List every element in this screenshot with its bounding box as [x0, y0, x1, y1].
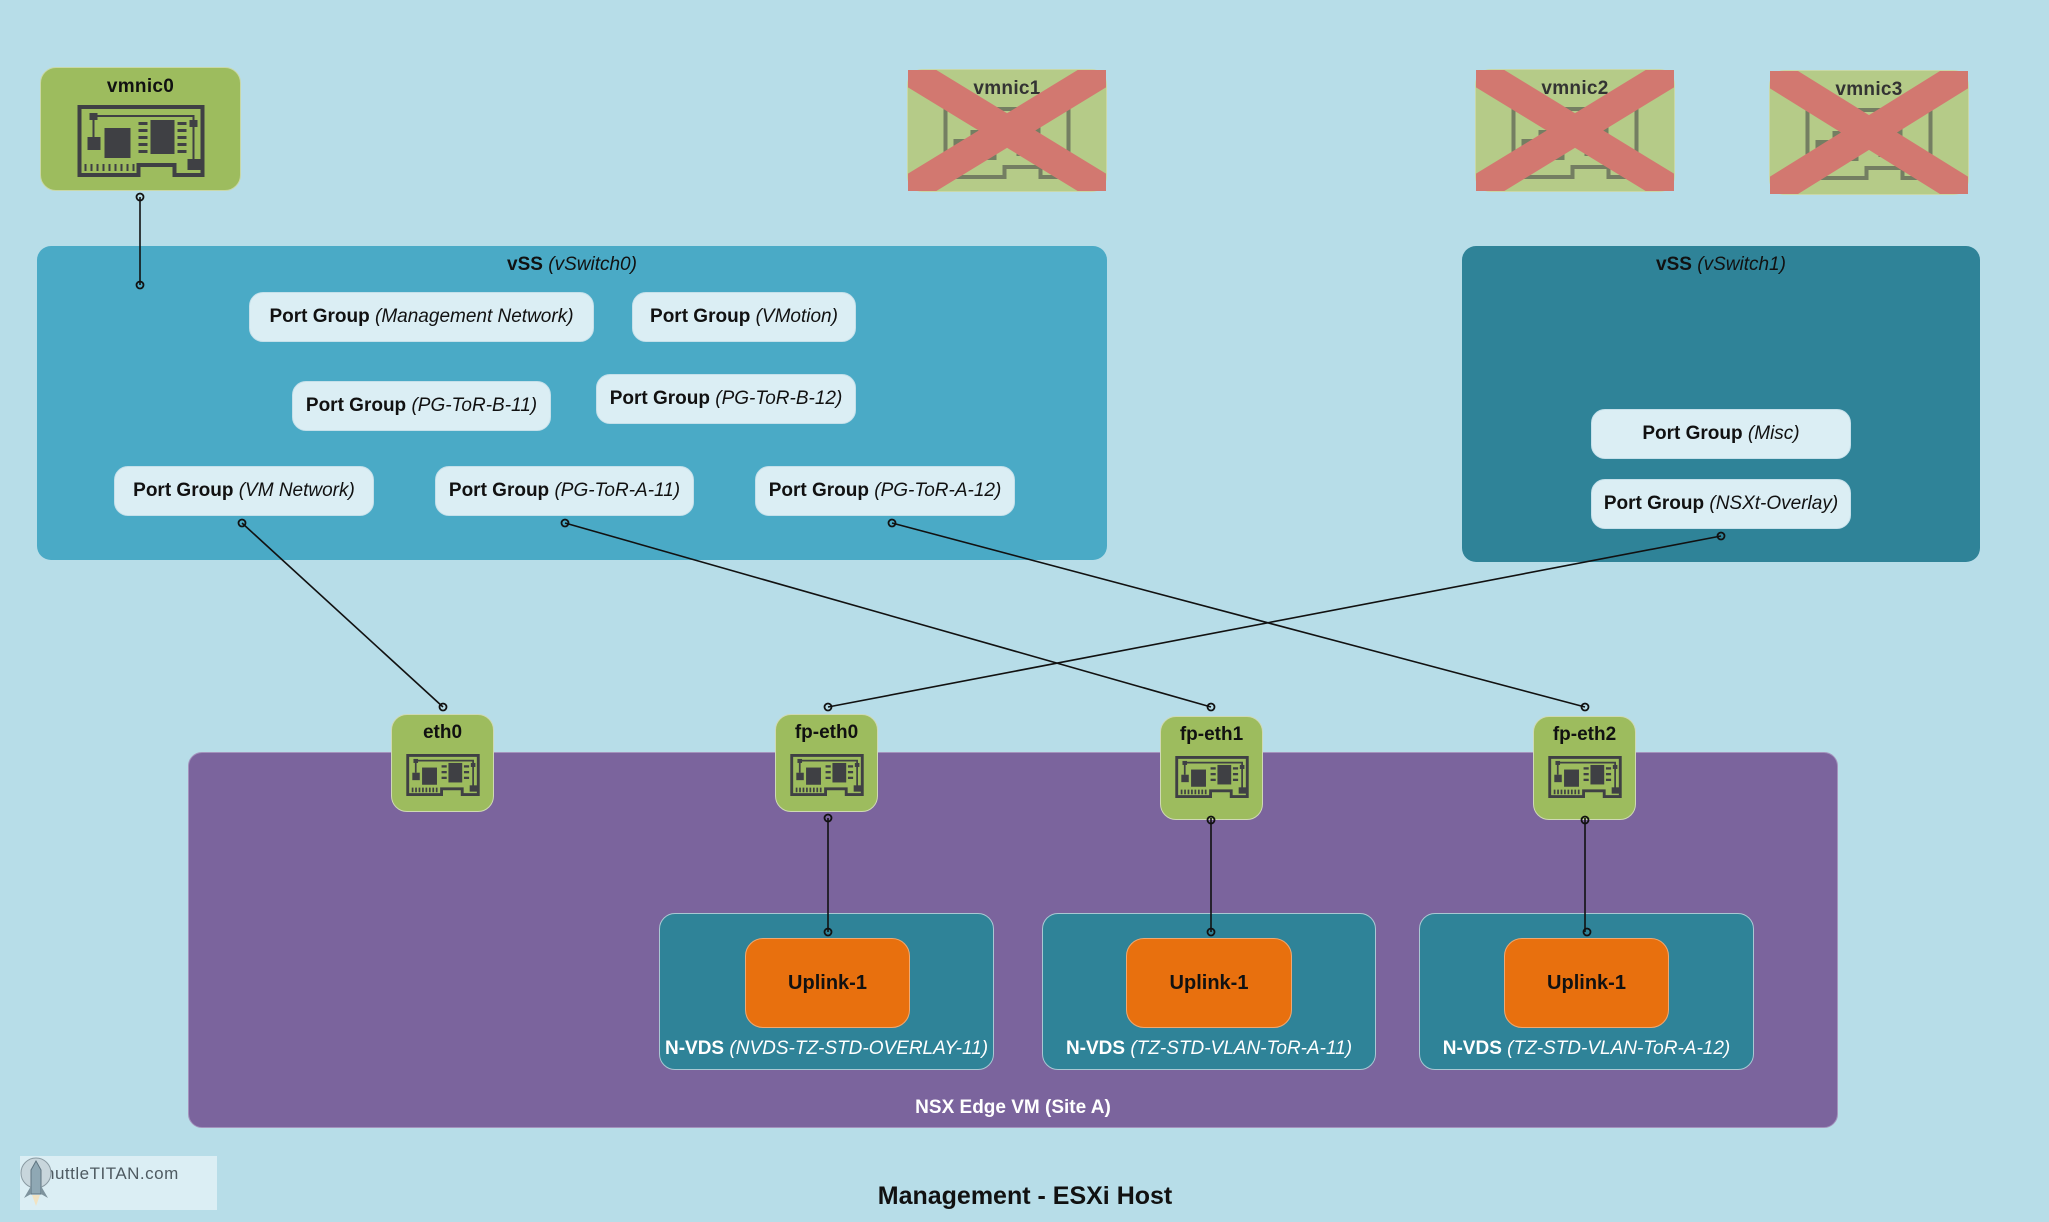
- port-group-management-network[interactable]: Port Group (Management Network): [249, 292, 594, 342]
- vswitch1-title: vSS (vSwitch1): [1462, 254, 1980, 276]
- nic-icon: [405, 754, 480, 796]
- vnic-eth0[interactable]: eth0: [391, 714, 494, 812]
- port-group-name: (PG-ToR-B-11): [411, 395, 538, 416]
- port-group-misc[interactable]: Port Group (Misc): [1591, 409, 1851, 459]
- port-group-name: (NSXt-Overlay): [1709, 493, 1839, 514]
- port-group-prefix: Port Group: [448, 480, 550, 501]
- nvds-title: N-VDS (NVDS-TZ-STD-OVERLAY-11): [660, 1038, 993, 1060]
- port-group-name: (Management Network): [375, 306, 574, 327]
- port-dot: [823, 702, 833, 712]
- vswitch0-title: vSS (vSwitch0): [37, 254, 1107, 276]
- port-dot: [438, 702, 448, 712]
- port-group-pg-tor-b-11[interactable]: Port Group (PG-ToR-B-11): [292, 381, 551, 431]
- vswitch0-type: vSS: [507, 254, 543, 275]
- disabled-cross-icon: [908, 70, 1106, 191]
- port-group-prefix: Port Group: [1642, 423, 1743, 444]
- port-group-pg-tor-b-12[interactable]: Port Group (PG-ToR-B-12): [596, 374, 856, 424]
- port-group-vmotion[interactable]: Port Group (VMotion): [632, 292, 856, 342]
- vmnic0-label: vmnic0: [106, 76, 175, 97]
- uplink-button[interactable]: Uplink-1: [1126, 938, 1292, 1028]
- disabled-cross-icon: [1770, 71, 1968, 194]
- port-group-name: (PG-ToR-A-11): [554, 480, 681, 501]
- nic-icon: [789, 754, 864, 796]
- nvds-name: (NVDS-TZ-STD-OVERLAY-11): [729, 1038, 989, 1059]
- port-group-prefix: Port Group: [609, 388, 710, 409]
- uplink-button[interactable]: Uplink-1: [1504, 938, 1669, 1028]
- rocket-icon: [20, 1157, 52, 1206]
- nvds-type: N-VDS: [1065, 1038, 1126, 1059]
- uplink-button[interactable]: Uplink-1: [745, 938, 910, 1028]
- vswitch1-name: (vSwitch1): [1697, 254, 1786, 275]
- logo-text: shuttleTITAN.com: [36, 1164, 179, 1183]
- port-dot: [1206, 702, 1216, 712]
- port-group-prefix: Port Group: [305, 395, 407, 416]
- nvds-name: (TZ-STD-VLAN-ToR-A-11): [1130, 1038, 1353, 1059]
- vnic-fp-eth0[interactable]: fp-eth0: [775, 714, 878, 812]
- port-group-prefix: Port Group: [1603, 493, 1705, 514]
- port-dot: [135, 192, 145, 202]
- nvds-title: N-VDS (TZ-STD-VLAN-ToR-A-11): [1043, 1038, 1375, 1060]
- nic-icon: [1174, 756, 1249, 798]
- nvds-title: N-VDS (TZ-STD-VLAN-ToR-A-12): [1420, 1038, 1753, 1060]
- nsx-edge-vm-title: NSX Edge VM (Site A): [915, 1097, 1111, 1118]
- port-group-pg-tor-a-12[interactable]: Port Group (PG-ToR-A-12): [755, 466, 1015, 516]
- port-group-prefix: Port Group: [650, 306, 751, 327]
- vnic-label: fp-eth0: [794, 722, 859, 743]
- nvds-type: N-VDS: [1442, 1038, 1502, 1059]
- nic-icon: [77, 105, 204, 177]
- vswitch0-name: (vSwitch0): [548, 254, 637, 275]
- port-group-prefix: Port Group: [269, 306, 370, 327]
- vmnic2-card[interactable]: vmnic2: [1475, 69, 1675, 192]
- diagram-title: Management - ESXi Host: [877, 1182, 1173, 1210]
- vnic-fp-eth1[interactable]: fp-eth1: [1160, 716, 1263, 820]
- port-group-name: (Misc): [1747, 423, 1800, 444]
- nvds-type: N-VDS: [664, 1038, 725, 1059]
- port-group-name: (VMotion): [755, 306, 838, 327]
- port-group-prefix: Port Group: [768, 480, 869, 501]
- port-group-vm-network[interactable]: Port Group (VM Network): [114, 466, 374, 516]
- vmnic1-label: vmnic1: [973, 78, 1041, 99]
- vnic-label: fp-eth2: [1552, 724, 1617, 745]
- shuttletitan-logo[interactable]: shuttleTITAN.com: [20, 1156, 217, 1210]
- port-group-pg-tor-a-11[interactable]: Port Group (PG-ToR-A-11): [435, 466, 694, 516]
- port-group-name: (PG-ToR-B-12): [715, 388, 843, 409]
- port-group-name: (PG-ToR-A-12): [874, 480, 1002, 501]
- disabled-cross-icon: [1476, 70, 1674, 191]
- nic-icon: [1547, 756, 1622, 798]
- nvds-name: (TZ-STD-VLAN-ToR-A-12): [1507, 1038, 1731, 1059]
- port-group-prefix: Port Group: [133, 480, 234, 501]
- vswitch1-type: vSS: [1656, 254, 1692, 275]
- vmnic3-label: vmnic3: [1835, 79, 1903, 100]
- vmnic2-label: vmnic2: [1541, 78, 1609, 99]
- port-group-nsxt-overlay[interactable]: Port Group (NSXt-Overlay): [1591, 479, 1851, 529]
- vmnic0-card[interactable]: vmnic0: [40, 67, 241, 191]
- vmnic1-card[interactable]: vmnic1: [907, 69, 1107, 192]
- vnic-label: fp-eth1: [1179, 724, 1244, 745]
- vnic-label: eth0: [422, 722, 463, 743]
- port-dot: [1580, 702, 1590, 712]
- port-group-name: (VM Network): [238, 480, 355, 501]
- vnic-fp-eth2[interactable]: fp-eth2: [1533, 716, 1636, 820]
- vmnic3-card[interactable]: vmnic3: [1769, 70, 1969, 195]
